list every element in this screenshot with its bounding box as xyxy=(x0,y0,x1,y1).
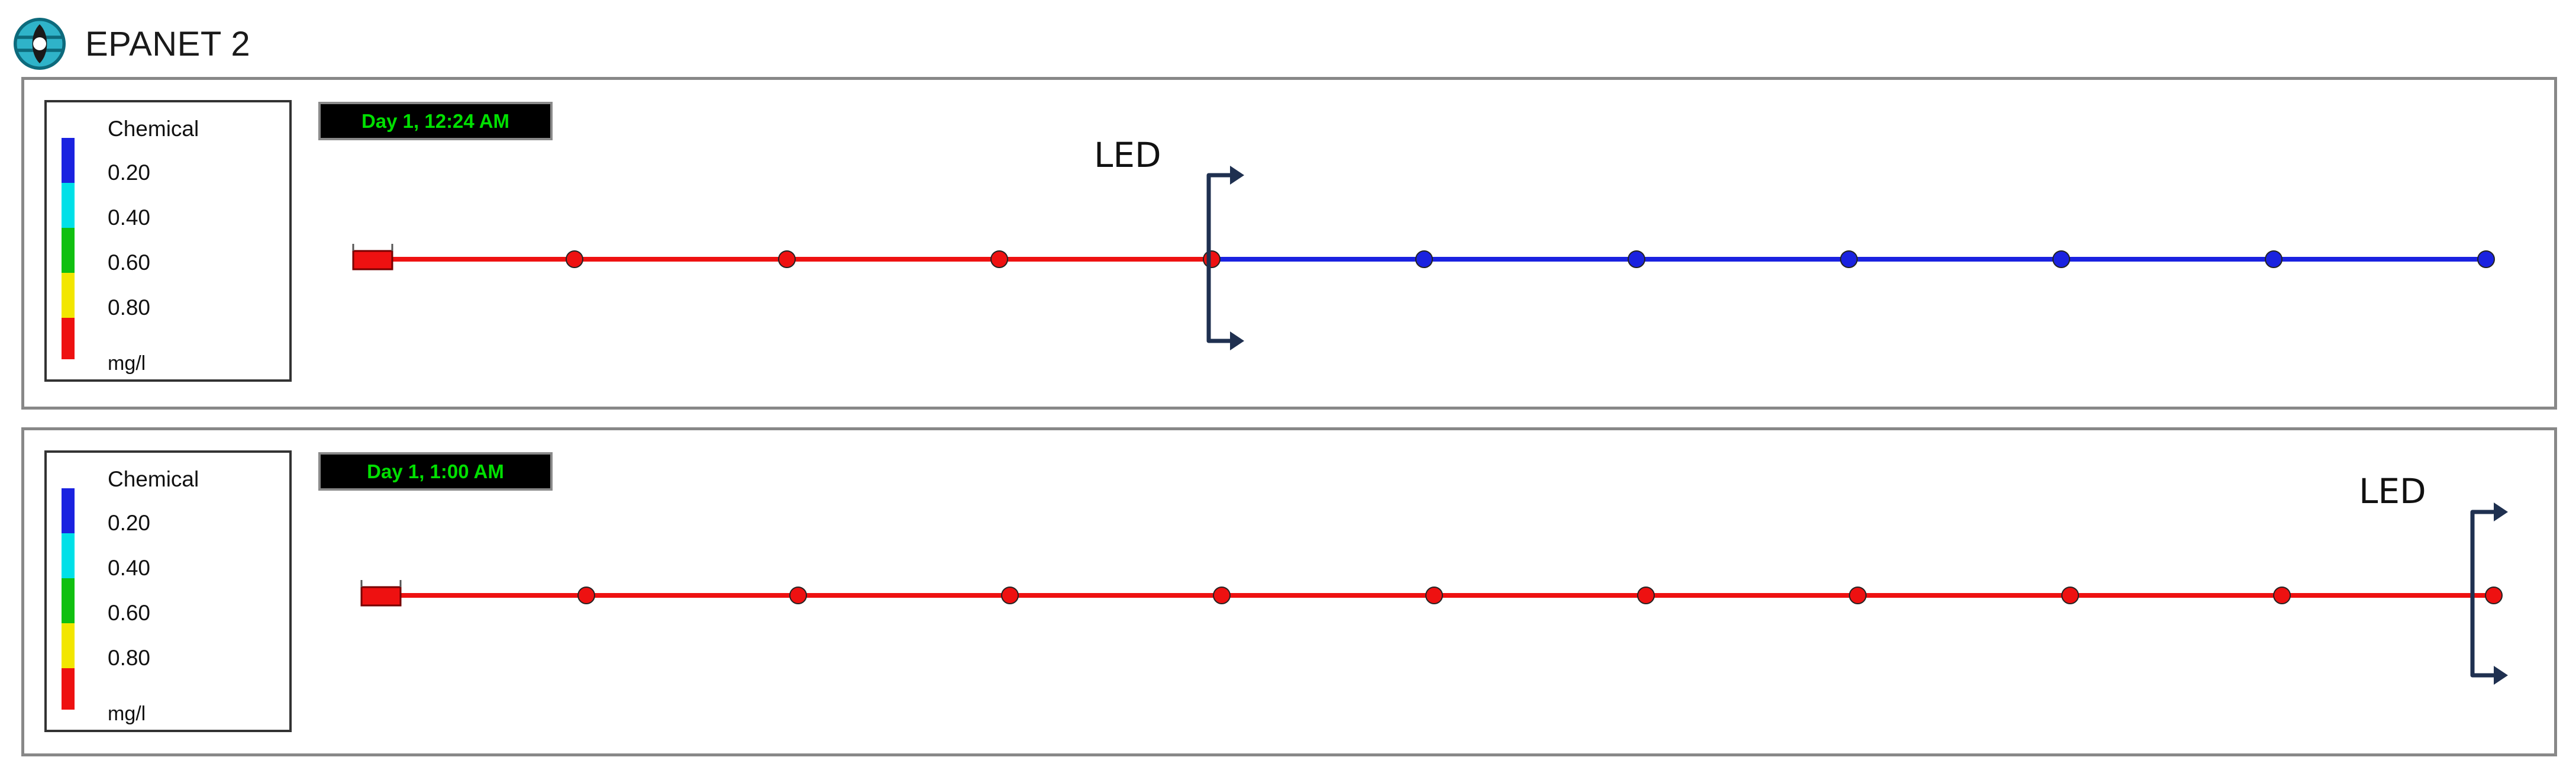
legend-tick: 0.40 xyxy=(108,556,151,580)
junction-node[interactable] xyxy=(2052,250,2070,268)
junction-node[interactable] xyxy=(1415,250,1433,268)
junction-node[interactable] xyxy=(1001,587,1019,604)
legend-swatch xyxy=(62,318,75,359)
led-label: LED xyxy=(1094,135,1161,175)
junction-node[interactable] xyxy=(1637,587,1655,604)
reservoir-node-outline xyxy=(360,580,402,587)
window-title: EPANET 2 xyxy=(85,24,251,63)
legend-swatch xyxy=(62,623,75,668)
map-legend: Chemical 0.20 0.40 0.60 0.80 mg/l xyxy=(44,100,292,382)
arrow-right-icon xyxy=(1230,331,1244,350)
epanet-app-icon xyxy=(14,18,66,70)
legend-unit: mg/l xyxy=(108,703,146,725)
arrow-right-icon xyxy=(2494,502,2508,521)
title-bar: EPANET 2 xyxy=(6,5,834,83)
network-map-canvas[interactable]: LED xyxy=(24,80,2554,407)
junction-node[interactable] xyxy=(566,250,583,268)
junction-node[interactable] xyxy=(1849,587,1867,604)
junction-node[interactable] xyxy=(577,587,595,604)
legend-tick: 0.20 xyxy=(108,160,151,185)
legend-swatch xyxy=(62,183,75,228)
junction-node[interactable] xyxy=(990,250,1008,268)
junction-node[interactable] xyxy=(1213,587,1231,604)
junction-node[interactable] xyxy=(2273,587,2291,604)
junction-node[interactable] xyxy=(2477,250,2495,268)
junction-node[interactable] xyxy=(2265,250,2283,268)
legend-swatch xyxy=(62,578,75,623)
junction-node[interactable] xyxy=(1628,250,1645,268)
network-map-panel-2: Chemical 0.20 0.40 0.60 0.80 mg/l Day 1,… xyxy=(21,427,2557,756)
legend-tick: 0.80 xyxy=(108,646,151,670)
map-legend: Chemical 0.20 0.40 0.60 0.80 mg/l xyxy=(44,450,292,732)
legend-tick: 0.80 xyxy=(108,295,151,320)
legend-tick: 0.20 xyxy=(108,511,151,535)
legend-swatch xyxy=(62,533,75,578)
arrow-right-icon xyxy=(1230,166,1244,185)
legend-title: Chemical xyxy=(108,117,199,141)
legend-tick: 0.60 xyxy=(108,250,151,275)
network-map-canvas[interactable]: LED xyxy=(24,430,2554,753)
legend-swatch xyxy=(62,273,75,318)
simulation-time-display: Day 1, 1:00 AM xyxy=(318,452,553,491)
legend-swatch xyxy=(62,488,75,533)
junction-node[interactable] xyxy=(2485,587,2503,604)
junction-node[interactable] xyxy=(1203,250,1221,268)
reservoir-node[interactable] xyxy=(352,250,393,270)
legend-color-bar xyxy=(62,488,75,710)
legend-tick: 0.40 xyxy=(108,205,151,230)
junction-node[interactable] xyxy=(1425,587,1443,604)
junction-node[interactable] xyxy=(778,250,796,268)
reservoir-node[interactable] xyxy=(360,586,402,607)
junction-node[interactable] xyxy=(2061,587,2079,604)
legend-tick: 0.60 xyxy=(108,601,151,625)
legend-swatch xyxy=(62,138,75,183)
legend-swatch xyxy=(62,228,75,273)
led-label: LED xyxy=(2359,471,2426,511)
legend-color-bar xyxy=(62,138,75,359)
reservoir-node-outline xyxy=(352,244,393,251)
arrow-right-icon xyxy=(2494,666,2508,685)
junction-node[interactable] xyxy=(1840,250,1858,268)
network-map-panel-1: Chemical 0.20 0.40 0.60 0.80 mg/l Day 1,… xyxy=(21,77,2557,410)
legend-swatch xyxy=(62,668,75,710)
legend-unit: mg/l xyxy=(108,352,146,375)
junction-node[interactable] xyxy=(789,587,807,604)
legend-title: Chemical xyxy=(108,467,199,491)
simulation-time-display: Day 1, 12:24 AM xyxy=(318,102,553,140)
